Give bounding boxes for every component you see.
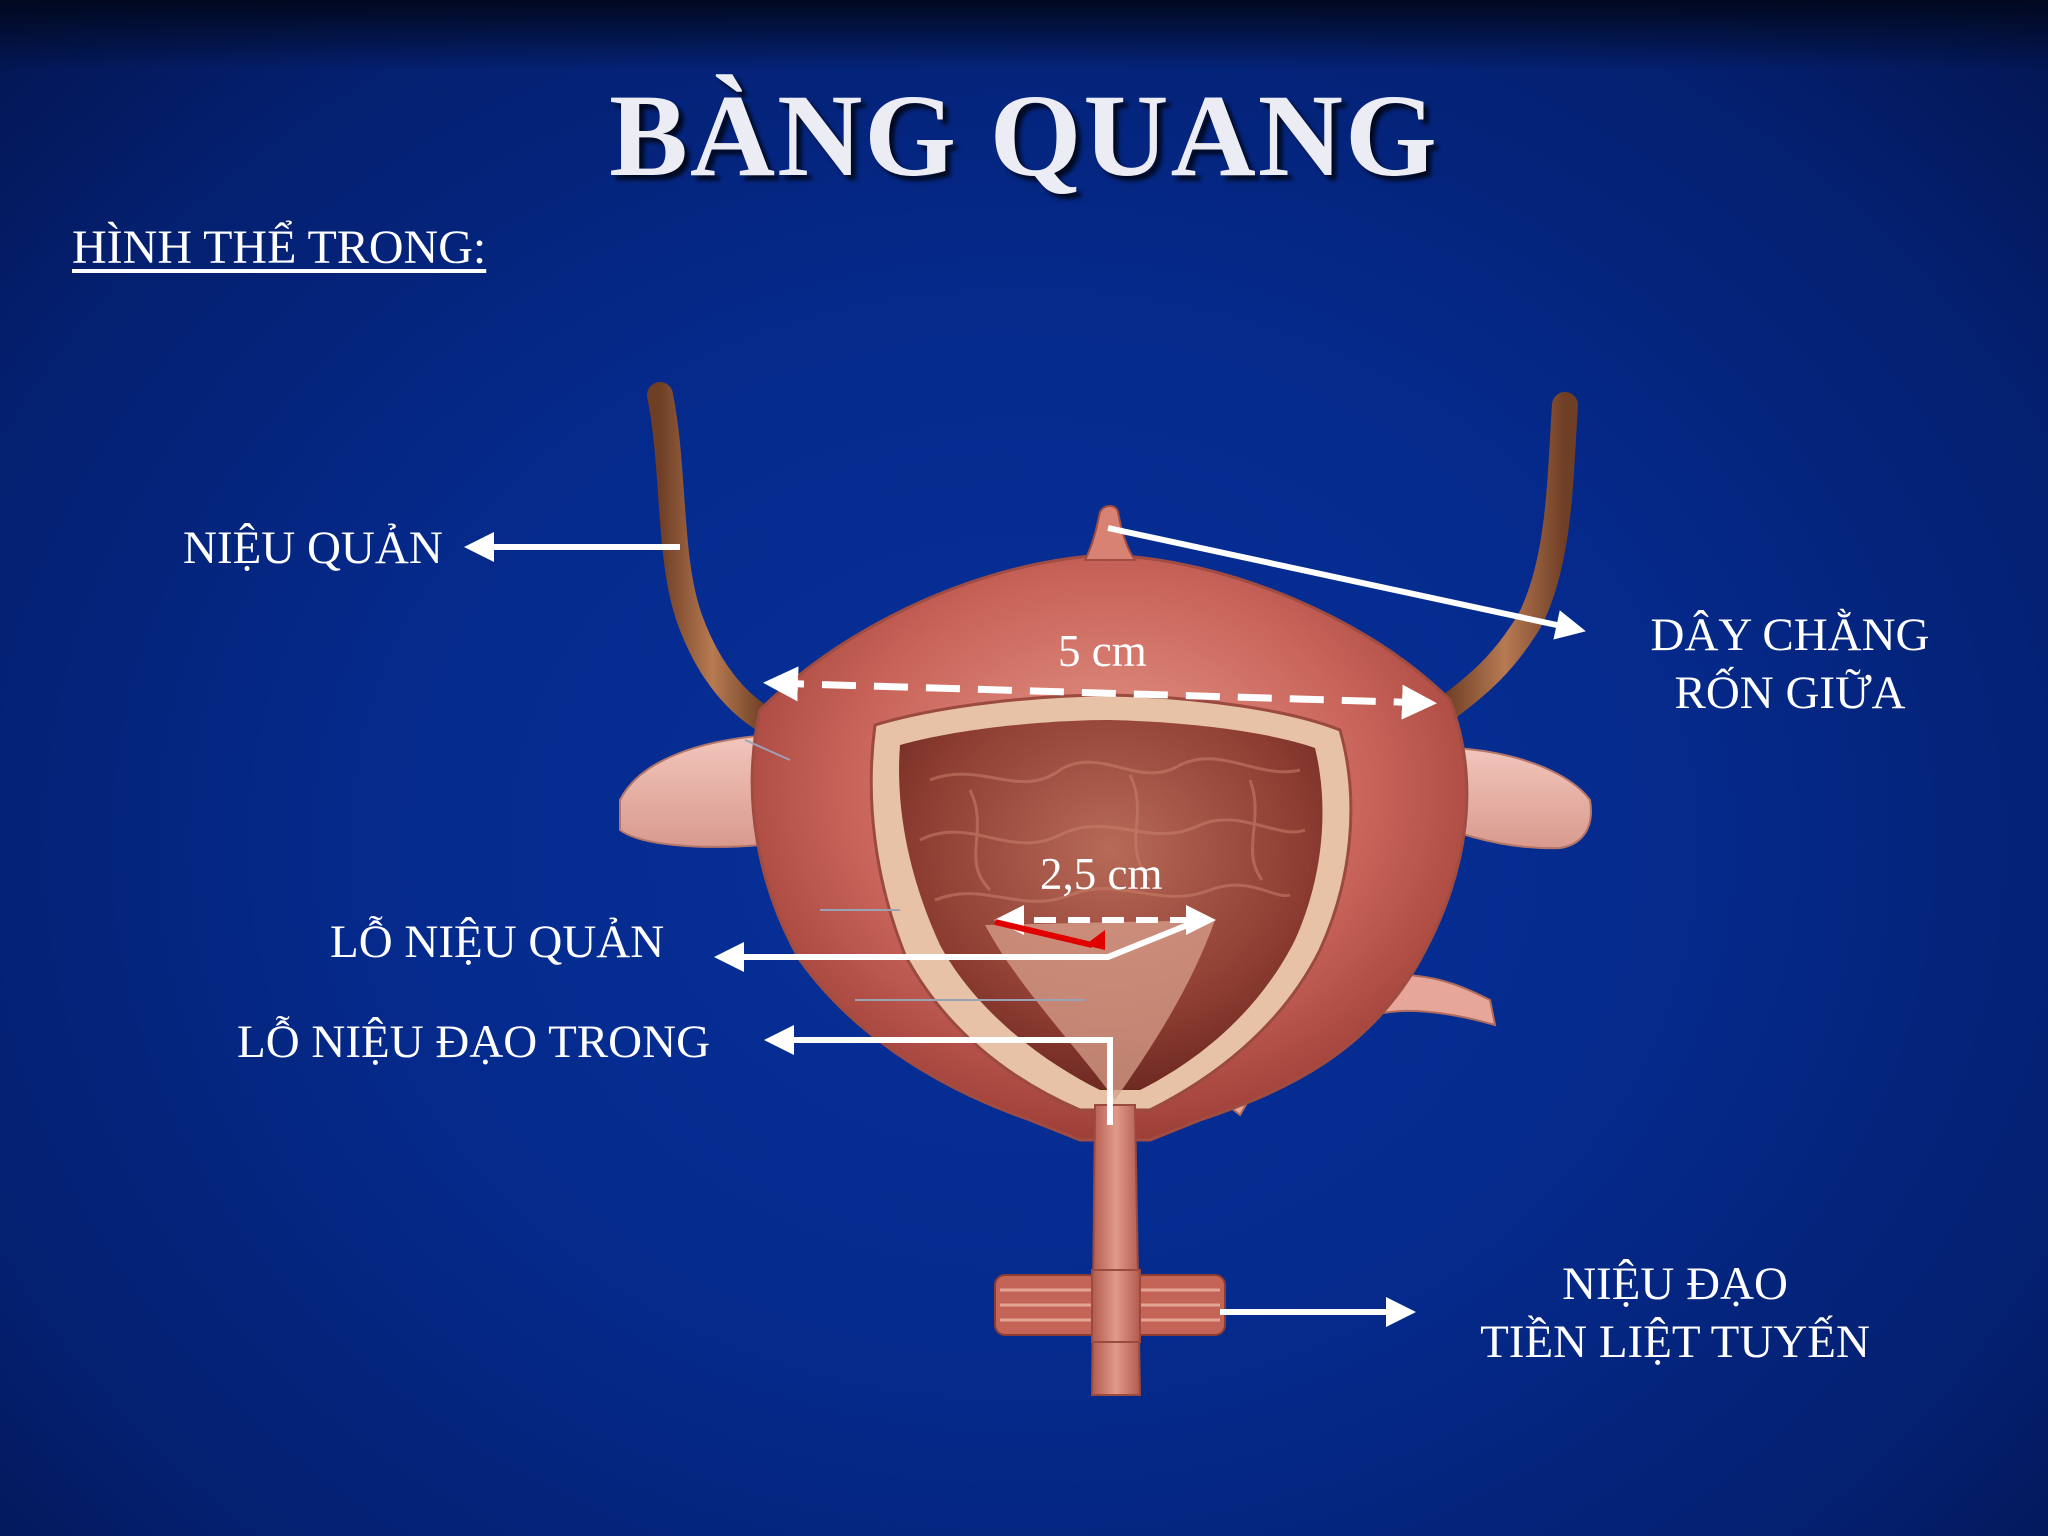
bladder-width-label: 5 cm <box>1058 626 1147 676</box>
ureter-label: NIỆU QUẢN <box>183 522 443 574</box>
ligament-arrow <box>1107 525 1586 640</box>
ureteral-orifice-label: LỖ NIỆU QUẢN <box>330 916 665 968</box>
internal-urethral-orifice-label: LỖ NIỆU ĐẠO TRONG <box>237 1016 711 1068</box>
internal-urethral-orifice-arrow <box>764 1025 1113 1125</box>
bladder-width-measure <box>763 666 1437 720</box>
top-shadow-band <box>0 0 2048 70</box>
trigone-width-label: 2,5 cm <box>1040 849 1163 899</box>
trigone <box>985 920 1215 1100</box>
prostatic-urethra-line-2: TIỀN LIỆT TUYẾN <box>1480 1316 1870 1368</box>
median-umbilical-ligament <box>1083 505 1137 561</box>
urethra <box>1090 1104 1142 1396</box>
sphincter-block <box>994 1269 1226 1343</box>
median-umbilical-ligament-label: DÂY CHẰNG RỐN GIỮA <box>1620 608 1960 720</box>
prostatic-urethra-line-1: NIỆU ĐẠO <box>1562 1258 1788 1310</box>
ligament-label-line-1: DÂY CHẰNG <box>1650 609 1930 661</box>
left-ureter <box>647 382 778 733</box>
prostatic-urethra-label: NIỆU ĐẠO TIỀN LIỆT TUYẾN <box>1440 1257 1910 1369</box>
leader-lines <box>744 739 1085 1001</box>
ligament-label-line-2: RỐN GIỮA <box>1674 667 1906 719</box>
right-ureter <box>1432 392 1578 723</box>
ureteral-orifice-arrow <box>714 915 1207 972</box>
slide-subtitle: HÌNH THỂ TRONG: <box>72 221 487 274</box>
slide-title: BÀNG QUANG <box>609 70 1439 201</box>
rugae-texture <box>919 757 1306 903</box>
